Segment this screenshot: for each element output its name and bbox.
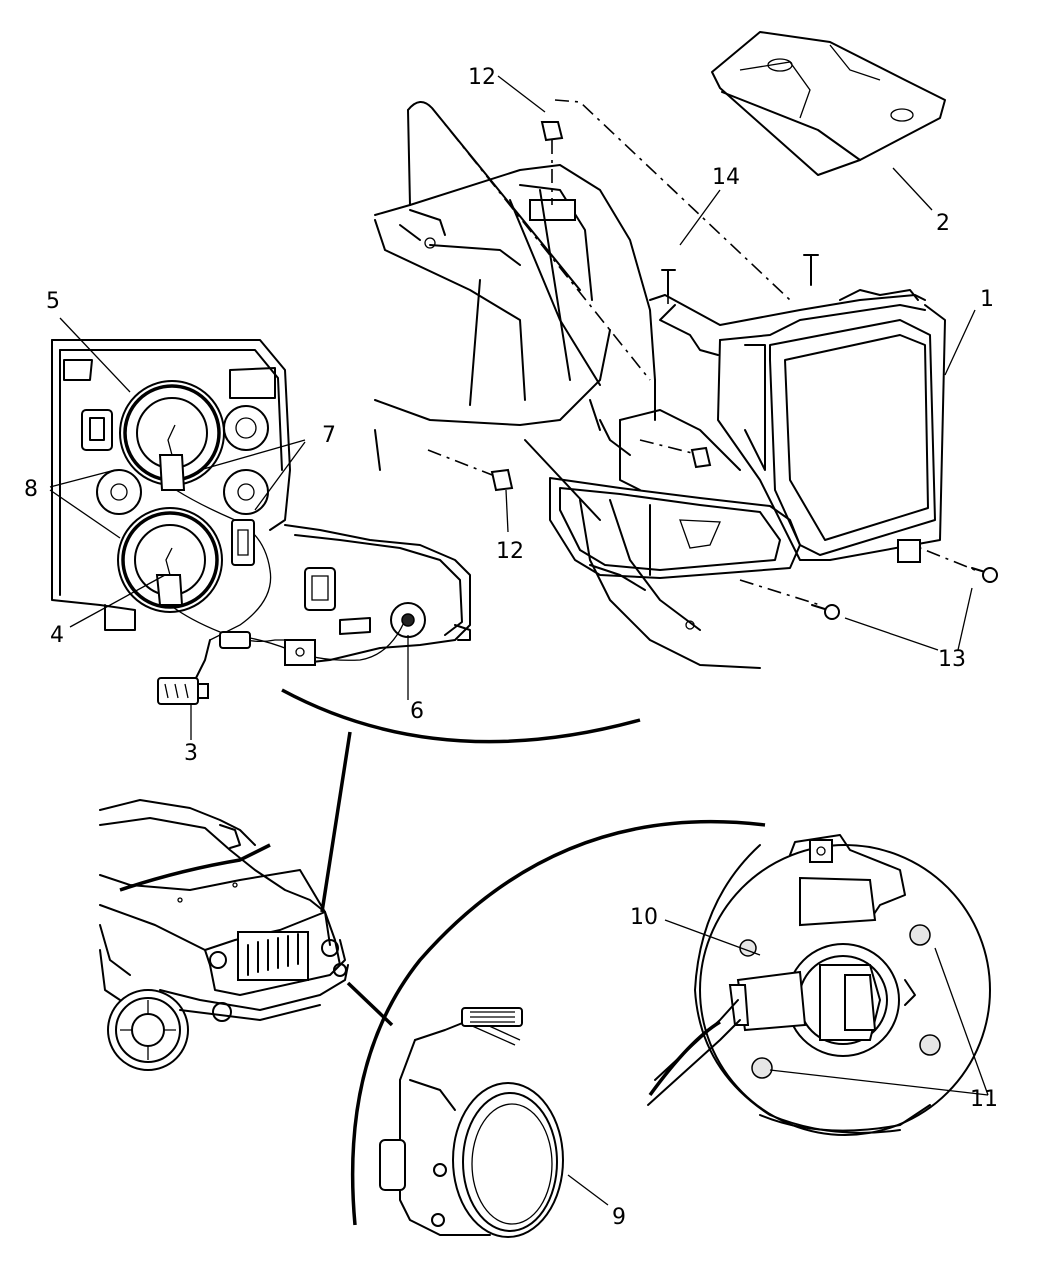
callout-12-upper: 12 [468, 65, 496, 90]
push-pin-fasteners [661, 254, 819, 296]
vehicle-front-view [99, 799, 349, 1071]
detail-leader-upper [320, 731, 352, 913]
headlamp-rear-view [51, 339, 406, 705]
callout-leaders [49, 75, 989, 1206]
headlamp-housing-side [284, 524, 471, 666]
callout-6: 6 [410, 699, 424, 724]
detail-arc-lower [350, 819, 766, 1226]
fog-lamp-bulb-detail [647, 834, 991, 1136]
callout-13: 13 [938, 647, 966, 672]
clip-nut-lower [490, 446, 712, 492]
callout-2: 2 [936, 211, 950, 236]
callout-11: 11 [970, 1087, 998, 1112]
detail-arc-upper [281, 688, 641, 744]
callout-1: 1 [980, 287, 994, 312]
callout-5: 5 [46, 289, 60, 314]
callout-14: 14 [712, 165, 740, 190]
callout-12-lower: 12 [496, 539, 524, 564]
lower-bezel [549, 409, 801, 591]
insulator-pad [711, 31, 946, 176]
callout-10: 10 [630, 905, 658, 930]
clip-nut-upper [540, 121, 564, 142]
callout-7: 7 [322, 423, 336, 448]
callout-8: 8 [24, 477, 38, 502]
callout-9: 9 [612, 1205, 626, 1230]
callout-3: 3 [184, 741, 198, 766]
callout-4: 4 [50, 623, 64, 648]
fog-lamp [379, 1007, 564, 1238]
headlamp-assembly [649, 289, 946, 563]
front-fender-structure [374, 101, 761, 669]
mounting-screws [811, 567, 998, 620]
